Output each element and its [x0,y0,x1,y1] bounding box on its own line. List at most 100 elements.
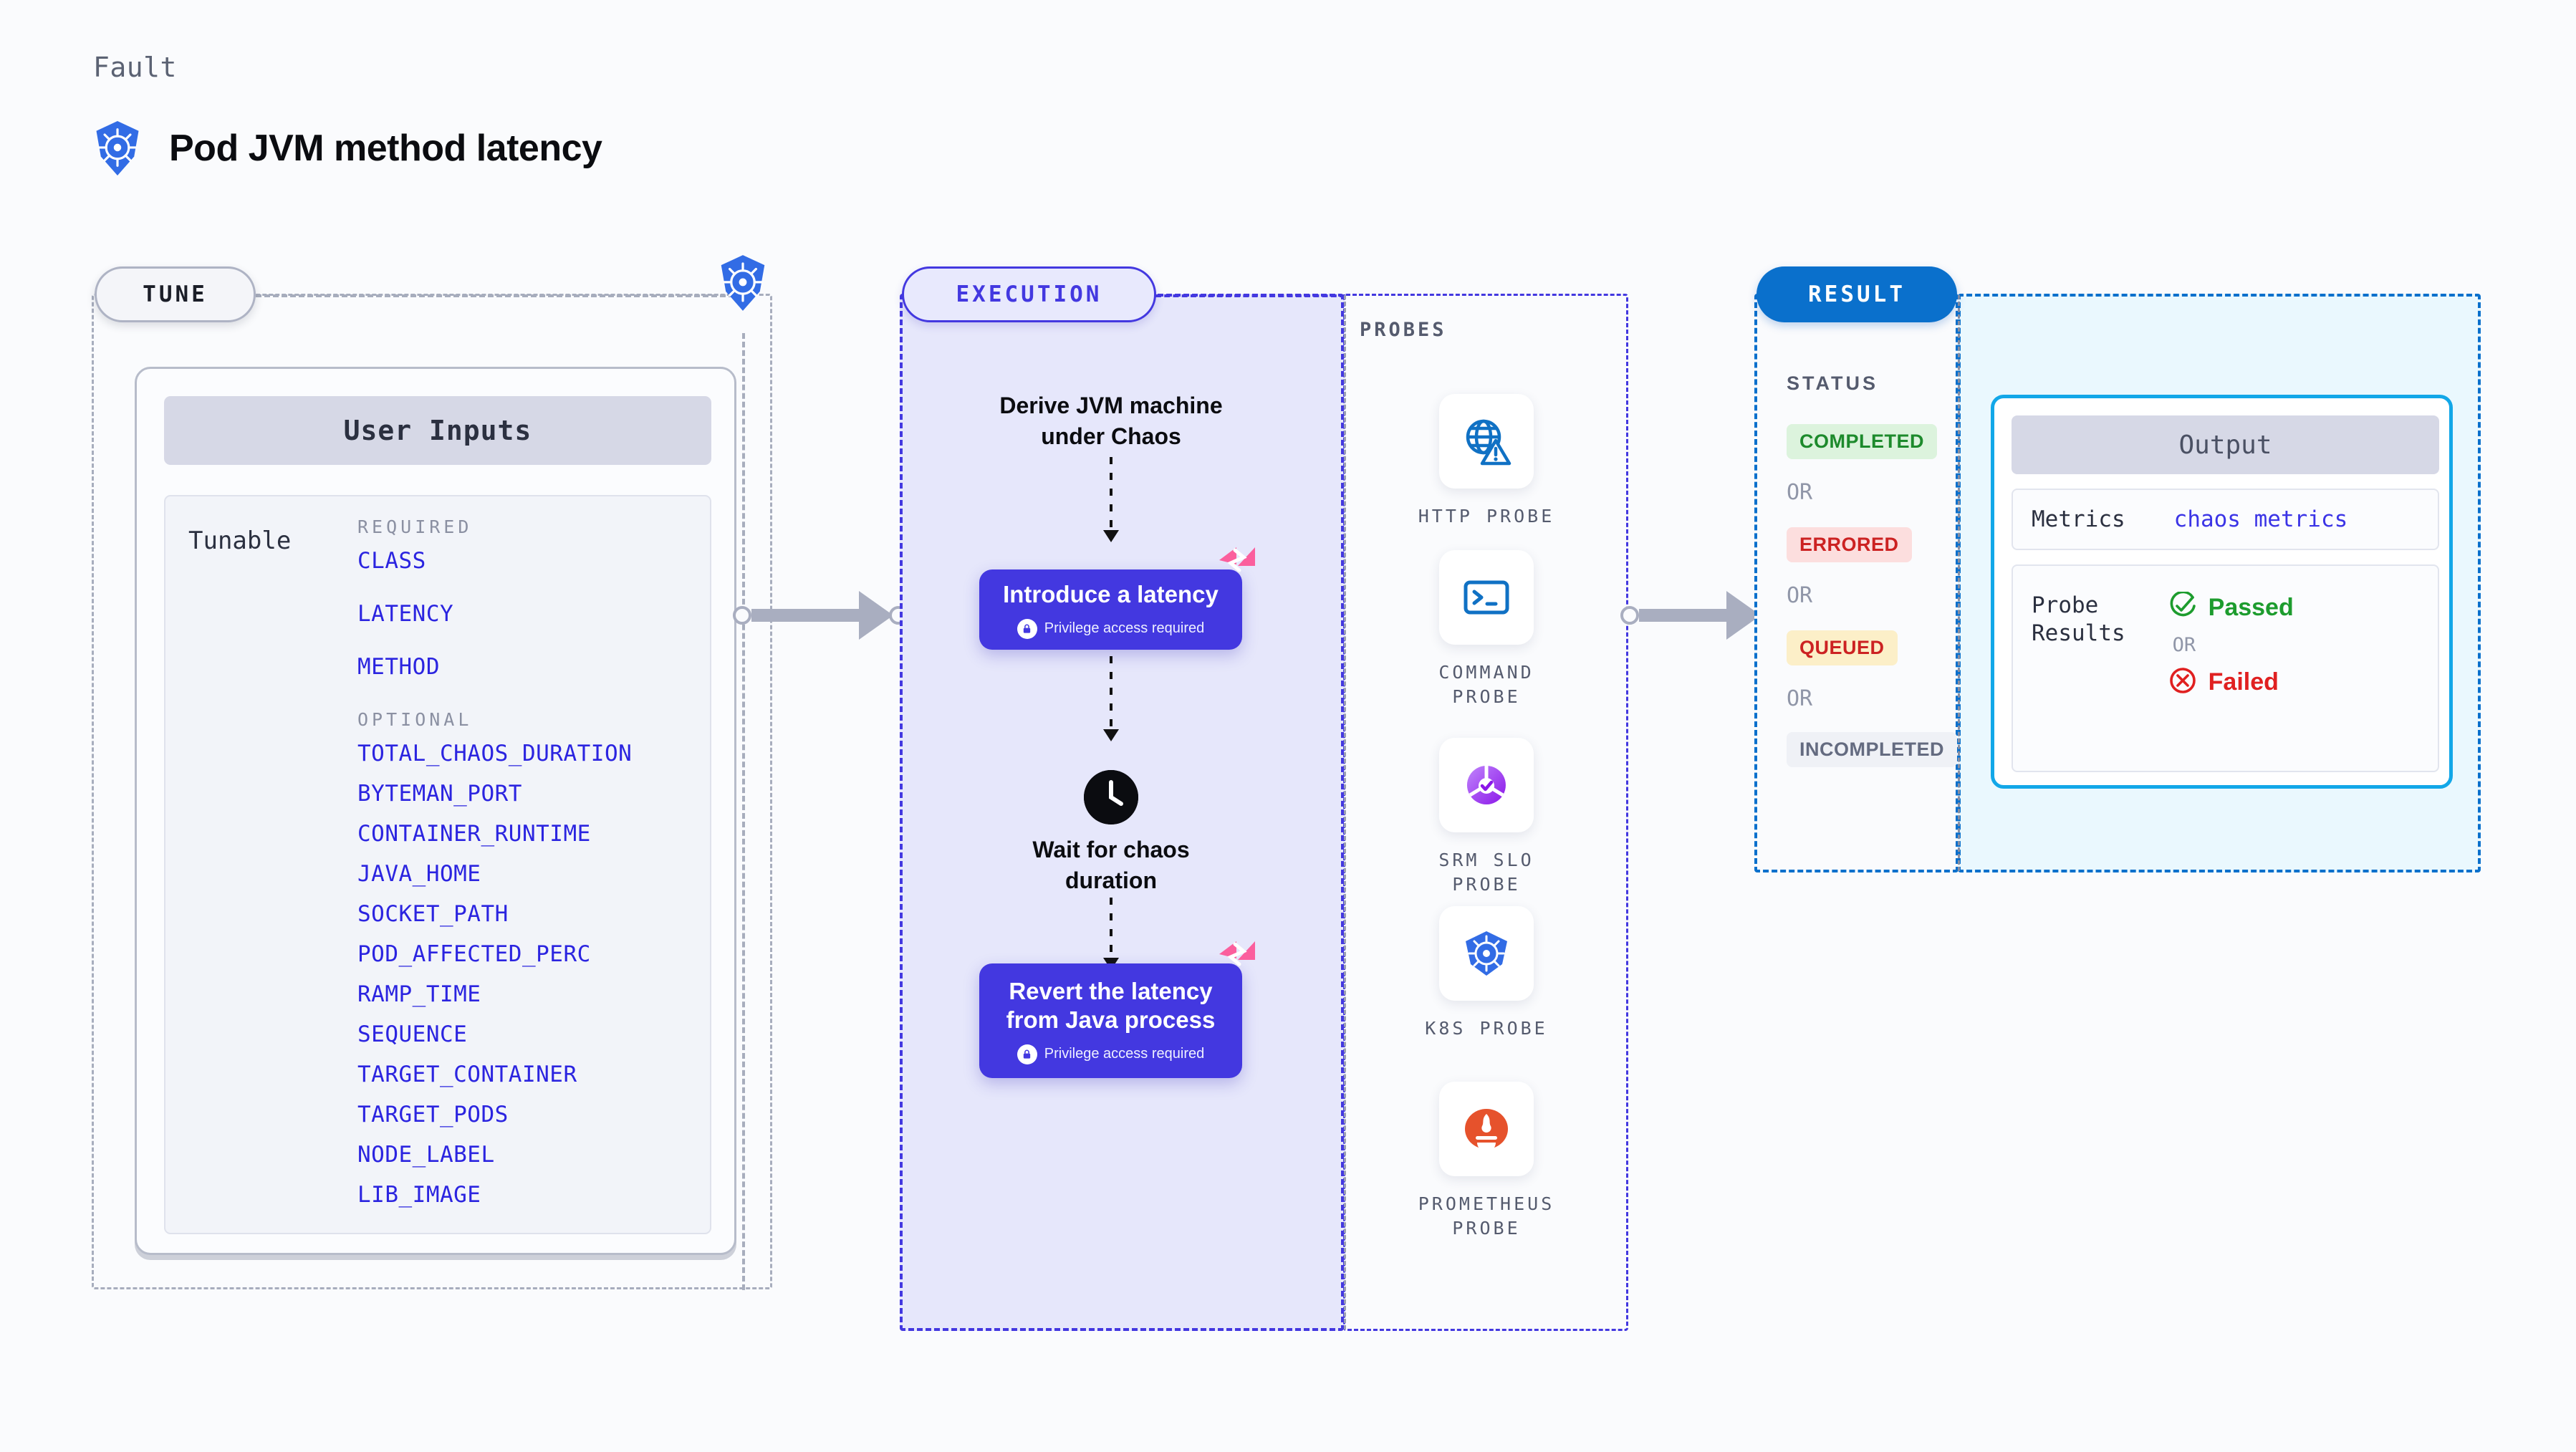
check-circle-icon [2168,590,2197,624]
terminal-icon [1439,550,1534,645]
connector-dot-start [1620,606,1639,625]
kubernetes-icon [718,254,768,315]
output-key-metrics: Metrics [2032,506,2125,532]
flow-arrow-line [1110,656,1112,731]
clock-icon [1084,770,1138,824]
privilege-note-text: Privilege access required [1044,620,1205,637]
connector-line [1639,609,1726,622]
param-target-container[interactable]: TARGET_CONTAINER [357,1062,577,1087]
connector-tune-to-execution [733,591,908,640]
param-java-home[interactable]: JAVA_HOME [357,861,481,887]
param-class[interactable]: CLASS [357,548,426,574]
param-pod-affected-perc[interactable]: POD_AFFECTED_PERC [357,941,591,967]
section-label-optional: OPTIONAL [357,709,473,730]
status-or-3: OR [1787,686,1813,711]
status-or-1: OR [1787,480,1813,505]
kubernetes-icon [93,120,142,176]
status-badge-queued: QUEUED [1787,630,1898,665]
page-eyebrow: Fault [93,52,177,83]
param-node-label[interactable]: NODE_LABEL [357,1142,495,1168]
probe-label: HTTP PROBE [1418,506,1555,527]
param-sequence[interactable]: SEQUENCE [357,1021,468,1047]
flow-arrow-head [1103,729,1119,741]
param-total-chaos-duration[interactable]: TOTAL_CHAOS_DURATION [357,741,633,766]
flow-arrow-line [1110,457,1112,532]
tune-top-dashed-line [256,294,743,297]
output-row-metrics: Metrics chaos metrics [2012,489,2439,550]
probe-label: K8S PROBE [1425,1018,1548,1039]
param-ramp-time[interactable]: RAMP_TIME [357,981,481,1007]
connector-execution-to-result [1620,591,1775,640]
probe-result-passed: Passed [2168,590,2294,624]
kubernetes-icon [1439,906,1534,1001]
probe-item-http[interactable]: HTTP PROBE [1408,394,1565,529]
lock-icon [1017,618,1037,639]
param-lib-image[interactable]: LIB_IMAGE [357,1182,481,1208]
connector-arrowhead [859,591,893,640]
connector-dot-start [733,606,751,625]
page-title: Pod JVM method latency [169,128,602,169]
slo-gauge-icon [1439,738,1534,832]
connector-line [751,609,859,622]
tunable-label: Tunable [188,527,292,555]
chaos-metrics-link[interactable]: chaos metrics [2173,506,2348,532]
status-badge-errored: ERRORED [1787,527,1912,562]
param-latency[interactable]: LATENCY [357,601,454,627]
prometheus-icon [1439,1082,1534,1176]
status-or-2: OR [1787,583,1813,608]
output-title: Output [2012,415,2439,474]
probe-item-k8s[interactable]: K8S PROBE [1408,906,1565,1041]
probes-section-label: PROBES [1360,319,1447,341]
param-container-runtime[interactable]: CONTAINER_RUNTIME [357,821,591,847]
probe-result-values: Passed OR Failed [2168,590,2294,698]
flow-arrow-head [1103,530,1119,542]
execution-card-title: Introduce a latency [1003,581,1219,608]
param-target-pods[interactable]: TARGET_PODS [357,1102,509,1128]
privilege-note: Privilege access required [1017,618,1205,639]
probe-result-failed: Failed [2168,666,2294,698]
user-inputs-title: User Inputs [164,396,711,465]
user-inputs-body: Tunable REQUIRED CLASS LATENCY METHOD OP… [164,495,711,1234]
section-label-required: REQUIRED [357,516,473,537]
probe-result-or: OR [2172,634,2196,656]
param-byteman-port[interactable]: BYTEMAN_PORT [357,781,522,807]
execution-top-dashed-line [1155,294,1345,297]
execution-card-introduce-latency[interactable]: Introduce a latency Privilege access req… [979,569,1242,650]
execution-tag[interactable]: EXECUTION [902,266,1156,322]
page-header-row: Pod JVM method latency [93,120,602,176]
privilege-note: Privilege access required [1017,1044,1204,1064]
chaos-tag-icon [1218,938,1256,978]
probe-result-passed-label: Passed [2208,594,2294,621]
probes-divider-line [1344,295,1346,1330]
chaos-tag-icon [1218,544,1256,584]
tune-right-dashed-line [742,333,745,1290]
result-tag[interactable]: RESULT [1756,266,1957,322]
status-label: STATUS [1787,372,1878,394]
globe-warning-icon [1439,394,1534,489]
param-socket-path[interactable]: SOCKET_PATH [357,901,509,927]
lock-icon [1017,1044,1037,1064]
result-divider-line [1958,295,1960,871]
x-circle-icon [2168,666,2197,698]
tune-tag[interactable]: TUNE [95,266,256,322]
privilege-note-text: Privilege access required [1044,1046,1205,1062]
status-badge-incompleted: INCOMPLETED [1787,732,1958,767]
param-method[interactable]: METHOD [357,654,440,680]
status-badge-completed: COMPLETED [1787,424,1938,459]
user-inputs-card: User Inputs Tunable REQUIRED CLASS LATEN… [135,367,736,1255]
result-region [1754,294,1959,872]
